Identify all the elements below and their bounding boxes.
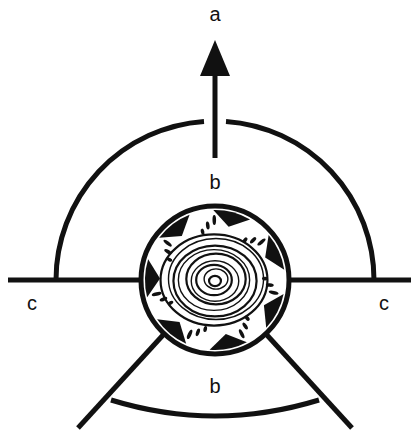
diagonal-line	[266, 334, 352, 428]
bark-wedge	[265, 235, 284, 270]
bark-fleck	[166, 257, 173, 263]
bark-fleck	[256, 237, 266, 246]
arc	[56, 121, 204, 280]
growth-ring	[173, 246, 256, 317]
growth-rings	[161, 234, 268, 325]
growth-ring	[186, 254, 245, 305]
part-label: c	[27, 292, 37, 314]
part-label: b	[209, 375, 220, 397]
growth-ring	[191, 261, 239, 301]
bark-wedge	[159, 215, 189, 238]
bark-fleck	[212, 215, 216, 225]
bark-fleck	[266, 283, 274, 287]
growth-ring	[178, 250, 249, 311]
bark-fleck	[205, 221, 210, 229]
growth-ring	[161, 234, 268, 325]
bark-fleck	[242, 237, 248, 244]
bark-wedge	[157, 319, 186, 343]
bark-fleck	[151, 291, 162, 297]
growth-ring	[204, 269, 228, 289]
growth-ring	[168, 239, 263, 320]
bark-wedge	[264, 294, 284, 328]
part-label: a	[209, 3, 220, 25]
bark-fleck	[238, 328, 246, 339]
bark-fleck	[268, 290, 279, 296]
trunk-outline	[141, 206, 289, 354]
part-label: c	[379, 292, 389, 314]
bark-fleck	[195, 328, 201, 337]
bark-fleck	[186, 329, 193, 340]
bark-texture	[145, 210, 284, 350]
bark-wedge	[213, 210, 250, 227]
arrow-head	[200, 40, 230, 76]
arrow-shaft	[213, 70, 218, 158]
part-label: b	[209, 171, 220, 193]
bark-fleck	[159, 296, 168, 302]
bark-wedge	[145, 259, 160, 297]
bark-fleck	[241, 322, 248, 331]
arc	[226, 121, 374, 280]
bark-fleck	[200, 228, 205, 235]
growth-ring	[196, 265, 232, 295]
arc	[111, 400, 319, 416]
axis-line	[289, 278, 411, 283]
bark-fleck	[167, 300, 174, 306]
bark-fleck	[262, 277, 268, 281]
bark-wedge	[210, 334, 247, 350]
diagonal-line	[78, 334, 164, 428]
axis-line	[8, 278, 141, 283]
bark-fleck	[163, 239, 173, 248]
bark-fleck	[244, 315, 251, 322]
bark-fleck	[164, 248, 173, 255]
growth-ring	[209, 276, 221, 286]
bark-fleck	[249, 236, 257, 244]
bark-fleck	[203, 326, 208, 333]
